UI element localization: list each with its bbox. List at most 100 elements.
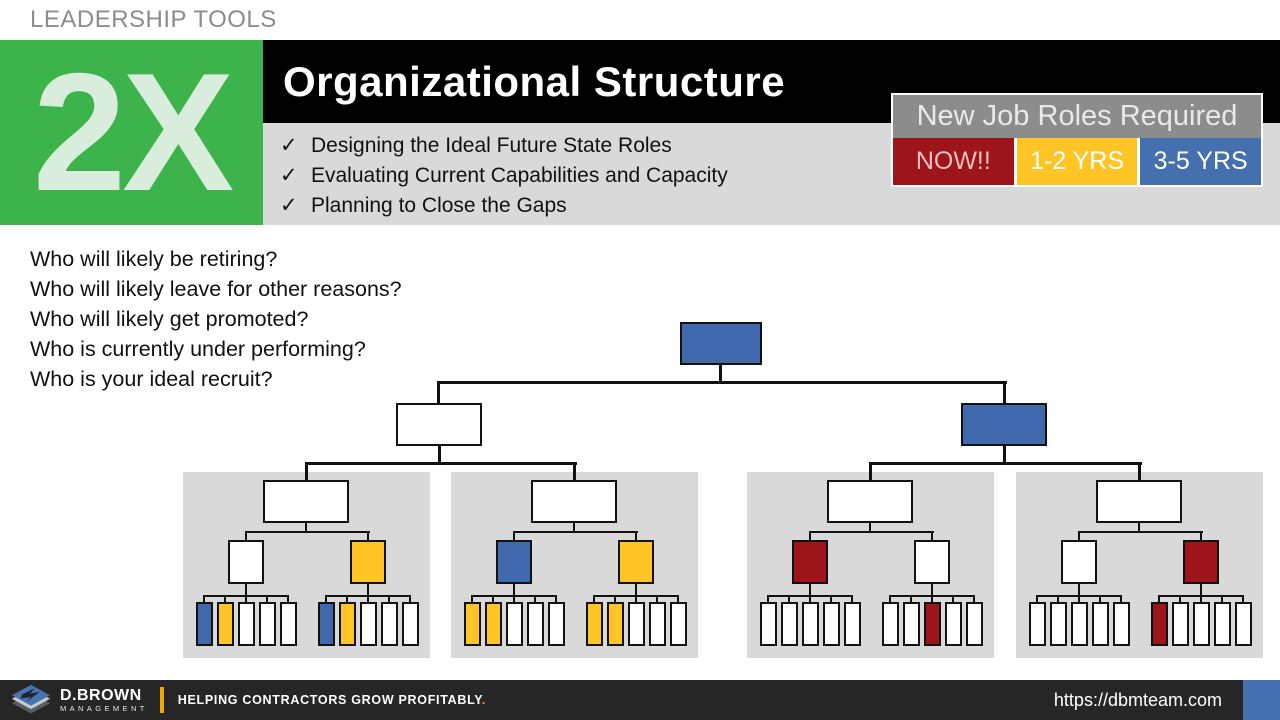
org-box-member xyxy=(606,602,624,646)
org-box-member xyxy=(1049,602,1067,646)
connector-line xyxy=(830,595,832,603)
corner-accent-block xyxy=(1243,680,1280,720)
org-box-member xyxy=(484,602,502,646)
connector-line xyxy=(1036,595,1038,603)
connector-line xyxy=(1078,584,1080,597)
legend-item-now: NOW!! xyxy=(893,138,1014,185)
connector-line xyxy=(409,595,411,603)
connector-line xyxy=(809,595,811,603)
connector-line xyxy=(367,595,369,603)
connector-line xyxy=(513,595,515,603)
org-box-member xyxy=(1192,602,1210,646)
connector-line xyxy=(1003,381,1006,405)
org-box-member xyxy=(1150,602,1168,646)
org-box-member xyxy=(944,602,962,646)
footer-tagline: HELPING CONTRACTORS GROW PROFITABLY. xyxy=(178,693,486,707)
org-box-member xyxy=(279,602,297,646)
org-box-member xyxy=(585,602,603,646)
accent-divider xyxy=(159,687,164,713)
org-box-member xyxy=(1234,602,1252,646)
org-box-level2-left xyxy=(396,403,482,446)
org-box-member xyxy=(338,602,356,646)
connector-line xyxy=(245,584,247,597)
org-box-member xyxy=(195,602,213,646)
connector-line xyxy=(931,531,933,540)
connector-line xyxy=(513,531,638,533)
checklist-item: ✓ Designing the Ideal Future State Roles xyxy=(280,131,1280,161)
question: Who will likely be retiring? xyxy=(30,247,278,271)
tool-number: 2X xyxy=(32,38,234,226)
org-box-member xyxy=(881,602,899,646)
page-title: Organizational Structure xyxy=(283,57,786,105)
org-box-manager xyxy=(263,480,349,523)
connector-line xyxy=(534,595,536,603)
connector-line xyxy=(809,531,934,533)
connector-line xyxy=(325,595,327,603)
org-box-member xyxy=(801,602,819,646)
connector-line xyxy=(305,523,307,533)
org-box-member xyxy=(216,602,234,646)
org-box-member xyxy=(526,602,544,646)
connector-line xyxy=(1078,531,1080,540)
org-box-level2-right xyxy=(961,403,1047,446)
connector-line xyxy=(1003,446,1006,464)
connector-line xyxy=(245,531,370,533)
legend-item-1-2-yrs: 1-2 YRS xyxy=(1013,138,1138,185)
org-box-team-lead xyxy=(914,540,950,584)
legend: New Job Roles Required NOW!! 1-2 YRS 3-5… xyxy=(891,93,1263,187)
org-box-member xyxy=(843,602,861,646)
connector-line xyxy=(869,462,872,482)
connector-line xyxy=(1078,595,1080,603)
org-box-team-lead xyxy=(496,540,532,584)
org-box-member xyxy=(401,602,419,646)
connector-line xyxy=(1221,595,1223,603)
questions-list: Who will likely be retiring? Who will li… xyxy=(30,244,402,394)
legend-title: New Job Roles Required xyxy=(893,95,1261,138)
org-box-member xyxy=(669,602,687,646)
connector-line xyxy=(1200,584,1202,597)
connector-line xyxy=(1120,595,1122,603)
connector-line xyxy=(1138,462,1141,482)
org-box-team-lead xyxy=(618,540,654,584)
connector-line xyxy=(573,462,576,482)
connector-line xyxy=(437,381,1007,384)
question: Who will likely get promoted? xyxy=(30,307,309,331)
connector-line xyxy=(910,595,912,603)
connector-line xyxy=(635,531,637,540)
org-box-manager xyxy=(1096,480,1182,523)
checklist-item-label: Planning to Close the Gaps xyxy=(311,194,567,217)
connector-line xyxy=(1242,595,1244,603)
footer: D.BROWN MANAGEMENT HELPING CONTRACTORS G… xyxy=(0,680,1280,720)
connector-line xyxy=(677,595,679,603)
kicker-label: LEADERSHIP TOOLS xyxy=(30,6,277,33)
org-box-team-lead xyxy=(228,540,264,584)
check-icon: ✓ xyxy=(280,134,298,157)
tool-number-box: 2X xyxy=(0,40,263,225)
dbrown-logo-icon xyxy=(11,684,51,714)
org-box-member xyxy=(1171,602,1189,646)
checklist-item: ✓ Evaluating Current Capabilities and Ca… xyxy=(280,161,1280,191)
org-box-member xyxy=(237,602,255,646)
connector-line xyxy=(471,595,473,603)
connector-line xyxy=(224,595,226,603)
connector-line xyxy=(266,595,268,603)
footer-url[interactable]: https://dbmteam.com xyxy=(1053,689,1222,710)
org-box-member xyxy=(317,602,335,646)
connector-line xyxy=(851,595,853,603)
org-box-member xyxy=(359,602,377,646)
connector-line xyxy=(635,595,637,603)
checklist-item: ✓ Planning to Close the Gaps xyxy=(280,191,1280,221)
connector-line xyxy=(1138,523,1140,533)
checklist-item-label: Designing the Ideal Future State Roles xyxy=(311,134,672,157)
connector-line xyxy=(788,595,790,603)
connector-line xyxy=(809,531,811,540)
org-box-root xyxy=(680,322,762,365)
connector-line xyxy=(973,595,975,603)
org-box-member xyxy=(1028,602,1046,646)
org-box-member xyxy=(965,602,983,646)
connector-line xyxy=(1200,531,1202,540)
org-box-manager xyxy=(827,480,913,523)
connector-line xyxy=(767,595,769,603)
